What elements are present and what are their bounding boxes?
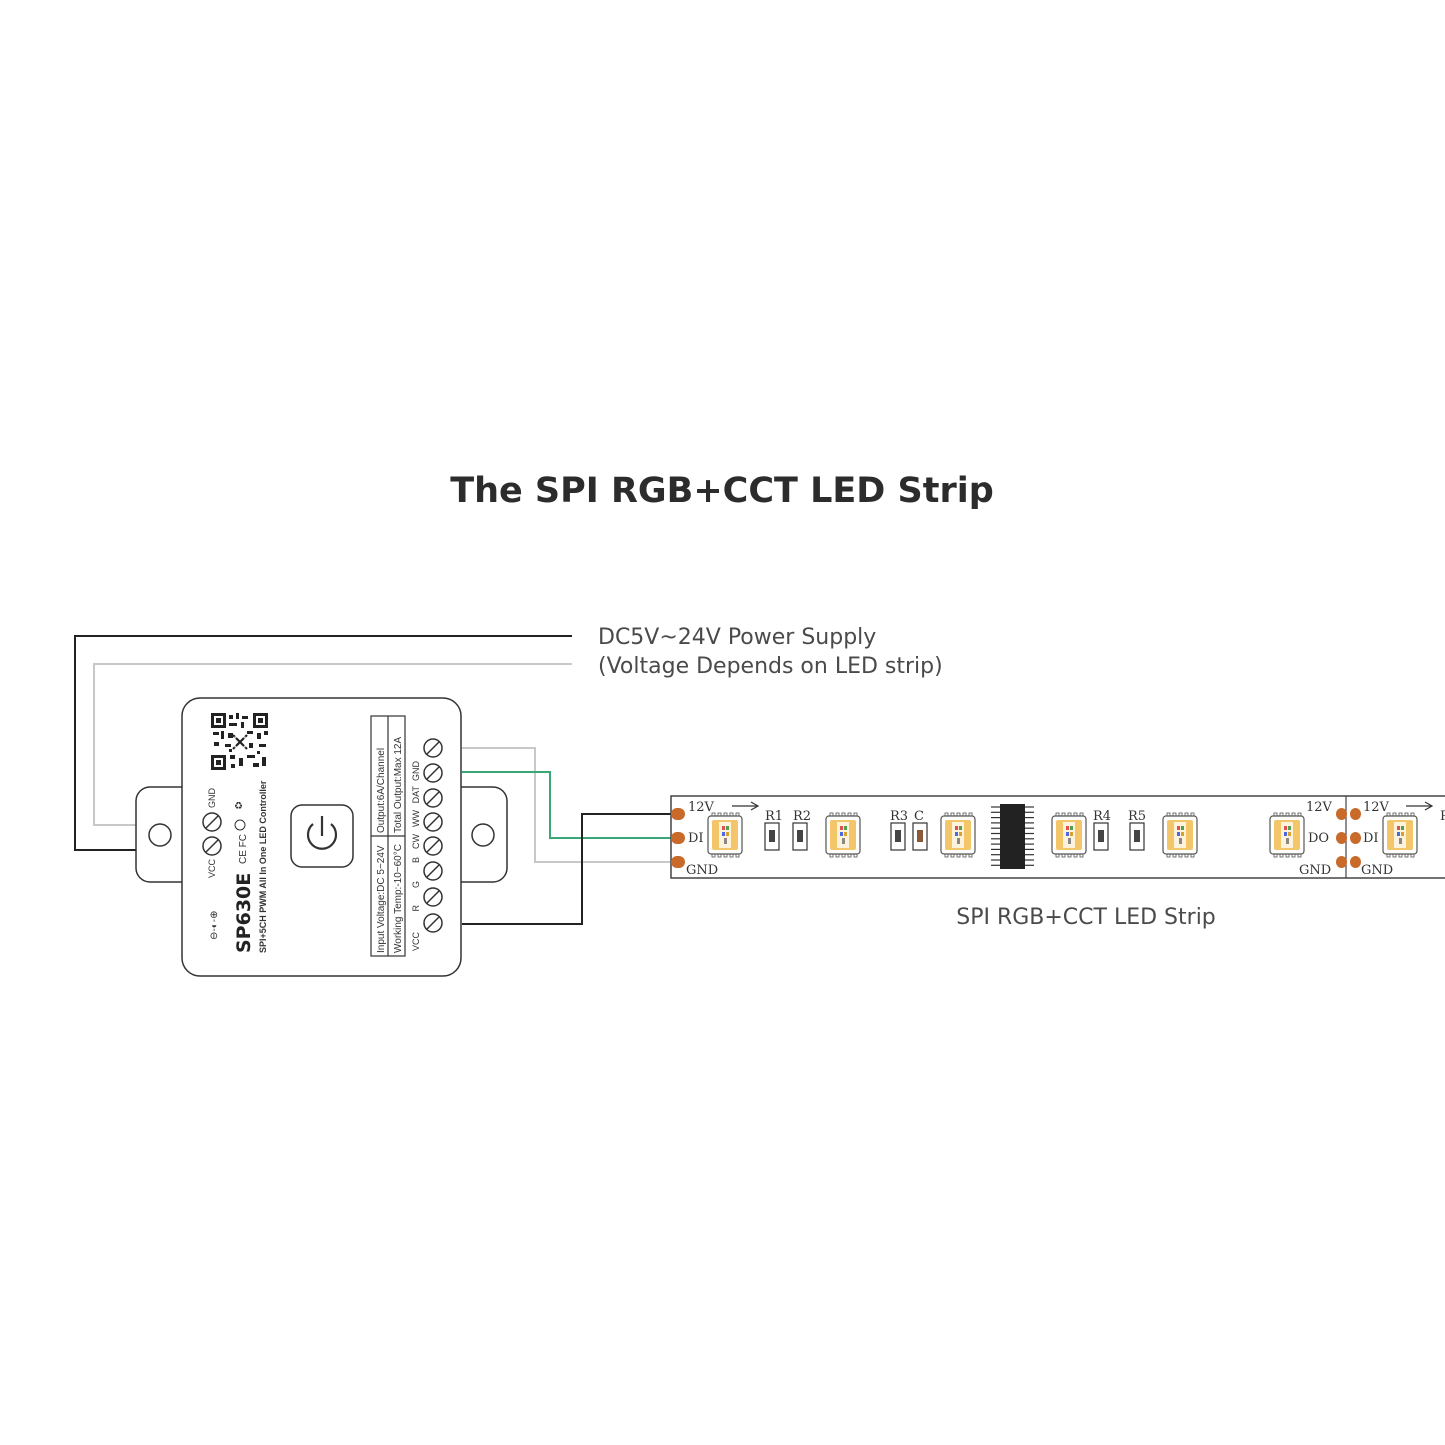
spec-box <box>370 715 406 957</box>
label-r3: R3 <box>890 809 908 824</box>
terminal-screw-dat <box>423 763 443 783</box>
rohs-icon <box>234 819 246 831</box>
led-chip <box>1382 812 1418 858</box>
resistors <box>764 822 1145 851</box>
pad-label-12v-next: 12V <box>1363 800 1390 815</box>
solder-pad-in-2 <box>671 856 685 868</box>
arrow-right-icon <box>1406 801 1434 811</box>
label-c: C <box>914 809 924 824</box>
page-title: The SPI RGB+CCT LED Strip <box>450 471 994 511</box>
led-chip <box>940 812 976 858</box>
component-c <box>912 822 928 851</box>
solder-pad-out-2 <box>1336 856 1347 868</box>
terminal-screw-ww <box>423 788 443 808</box>
recycle-icon: ♻ <box>234 801 243 812</box>
output-terminal-block <box>423 738 443 933</box>
spec-working-temp: Working Temp:-10~60°C <box>393 844 404 953</box>
led-chip <box>1162 812 1198 858</box>
power-terminal-gnd <box>202 812 222 832</box>
pad-label-gnd-next: GND <box>1361 863 1393 878</box>
solder-pad-in-0 <box>671 808 685 820</box>
certification-marks: CE FC <box>238 834 249 864</box>
power-supply-label: DC5V~24V Power Supply <box>598 625 876 650</box>
wire-data-green <box>462 771 682 839</box>
terminal-screw-b <box>423 836 443 856</box>
terminal-label-vcc: VCC <box>411 932 421 952</box>
terminal-label-cw: CW <box>411 834 421 849</box>
terminal-screw-cw <box>423 812 443 832</box>
power-supply-note: (Voltage Depends on LED strip) <box>598 654 943 679</box>
leds <box>707 812 1418 858</box>
wire-gnd-gray <box>462 747 682 863</box>
terminal-label-gnd: GND <box>411 761 421 782</box>
power-button[interactable] <box>290 804 354 868</box>
ic-body <box>1000 804 1025 869</box>
label-r-partial: R <box>1440 809 1445 824</box>
solder-pad-out-0 <box>1336 808 1347 820</box>
spec-output: Output:6A/Channel <box>376 748 387 833</box>
terminal-label-ww: WW <box>411 810 421 827</box>
terminal-screw-r <box>423 887 443 907</box>
driver-ic <box>991 804 1034 869</box>
led-chip <box>707 812 743 858</box>
label-r2: R2 <box>793 809 811 824</box>
pad-label-di: DI <box>688 831 704 846</box>
pad-label-do: DO <box>1308 831 1329 846</box>
component-r2 <box>792 822 808 851</box>
qr-code <box>211 713 268 770</box>
pad-label-gnd-out: GND <box>1299 863 1331 878</box>
label-r1: R1 <box>765 809 783 824</box>
controller-subtitle: SPI+5CH PWM All In One LED Controller <box>258 780 268 953</box>
wire-vcc-black <box>462 813 682 925</box>
terminal-screw-vcc <box>423 913 443 933</box>
solder-pad-next-2 <box>1350 856 1361 868</box>
terminal-label-dat: DAT <box>411 786 421 804</box>
polarity-symbol: ⊖-◐-⊕ <box>209 911 220 940</box>
power-terminal-label-vcc: VCC <box>207 858 217 878</box>
component-r4 <box>1093 822 1109 851</box>
spec-total-output: Total Output:Max 12A <box>393 737 404 833</box>
component-r3 <box>890 822 906 851</box>
strip-caption: SPI RGB+CCT LED Strip <box>956 905 1216 930</box>
terminal-screw-g <box>423 861 443 881</box>
pad-label-12v-out: 12V <box>1306 800 1333 815</box>
solder-pad-out-1 <box>1336 832 1347 844</box>
component-r1 <box>764 822 780 851</box>
solder-pads <box>671 808 1361 868</box>
solder-pad-next-0 <box>1350 808 1361 820</box>
terminal-screw-gnd <box>423 738 443 758</box>
pad-label-di-next: DI <box>1363 831 1379 846</box>
led-chip <box>1051 812 1087 858</box>
label-r5: R5 <box>1128 809 1146 824</box>
output-terminal-labels: GND DAT WW CW B G R VCC <box>411 761 421 952</box>
led-chip <box>825 812 861 858</box>
pad-label-12v-in: 12V <box>688 800 715 815</box>
power-terminal-vcc <box>202 836 222 856</box>
controller-model: SP630E <box>233 873 255 953</box>
terminal-label-b: B <box>411 857 421 863</box>
label-r4: R4 <box>1093 809 1111 824</box>
component-r5 <box>1129 822 1145 851</box>
terminal-label-r: R <box>411 905 421 912</box>
solder-pad-next-1 <box>1350 832 1361 844</box>
led-chip <box>1269 812 1305 858</box>
solder-pad-in-1 <box>671 832 685 844</box>
power-terminal-label-gnd: GND <box>207 788 217 809</box>
pad-label-gnd-in: GND <box>686 863 718 878</box>
terminal-label-g: G <box>411 881 421 888</box>
arrow-right-icon <box>732 801 760 811</box>
spec-input-voltage: Input Voltage:DC 5~24V <box>376 845 387 953</box>
